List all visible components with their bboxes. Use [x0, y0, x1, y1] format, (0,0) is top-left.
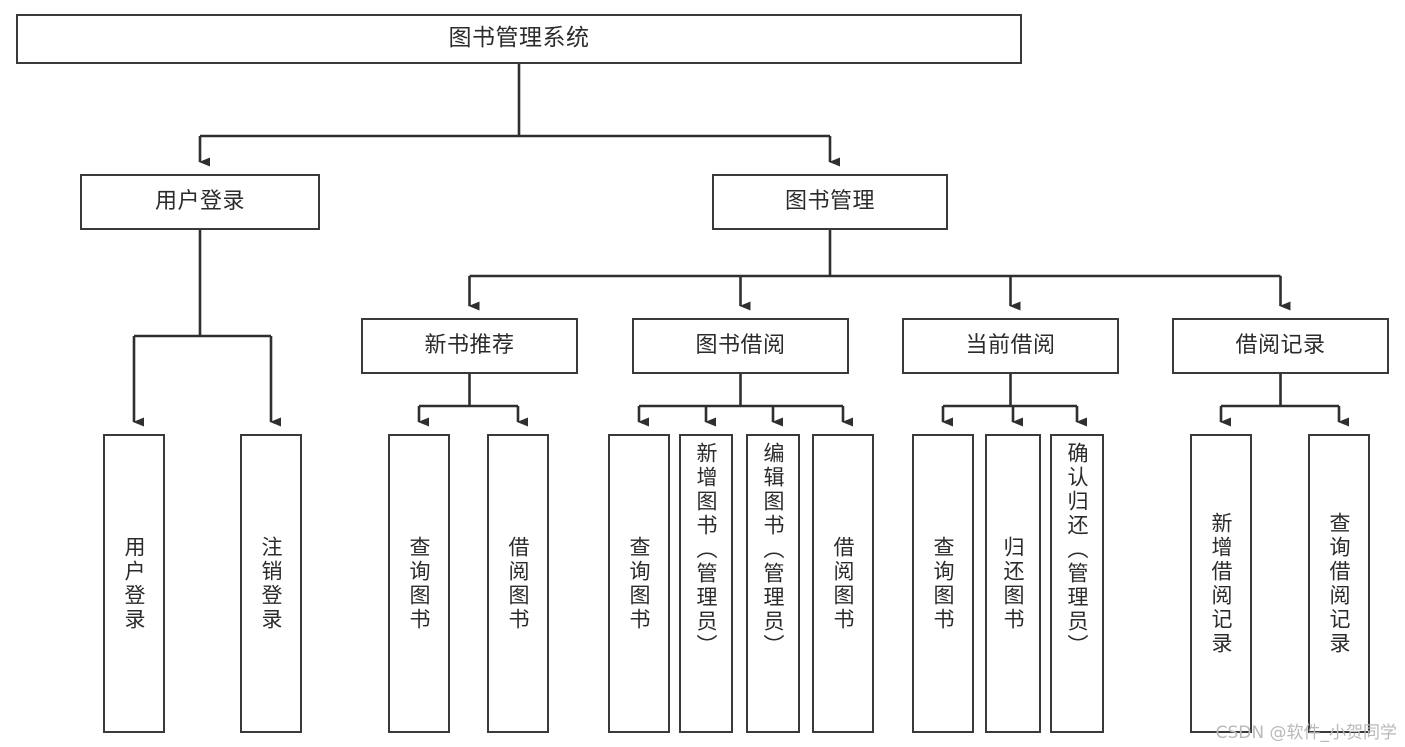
node-label: 新增借阅记录 [1209, 511, 1234, 656]
node-leaf-user-login[interactable]: 用户登录 [103, 434, 165, 733]
node-label: 归还图书 [1001, 535, 1026, 632]
node-user-login[interactable]: 用户登录 [80, 174, 320, 230]
node-current-borrow[interactable]: 当前借阅 [902, 318, 1119, 374]
node-borrow-record[interactable]: 借阅记录 [1172, 318, 1389, 374]
node-leaf-query-book-1[interactable]: 查询图书 [388, 434, 450, 733]
node-leaf-add-book-admin[interactable]: 新增图书（管理员） [679, 434, 733, 733]
node-label: 查询图书 [407, 535, 432, 632]
node-label: 查询图书 [627, 535, 652, 632]
node-label: 图书借阅 [695, 333, 786, 359]
node-label: 图书管理系统 [448, 25, 590, 52]
node-leaf-return-book[interactable]: 归还图书 [985, 434, 1041, 733]
node-root-system[interactable]: 图书管理系统 [16, 14, 1022, 64]
node-label: 编辑图书（管理员） [761, 442, 786, 658]
watermark-credit: CSDN @软件_小贺同学 [1215, 723, 1397, 743]
node-label: 借阅图书 [831, 535, 856, 632]
node-book-borrow[interactable]: 图书借阅 [632, 318, 849, 374]
node-leaf-query-borrow-record[interactable]: 查询借阅记录 [1308, 434, 1370, 733]
node-label: 借阅图书 [506, 535, 531, 632]
node-leaf-borrow-book-1[interactable]: 借阅图书 [487, 434, 549, 733]
node-leaf-edit-book-admin[interactable]: 编辑图书（管理员） [746, 434, 800, 733]
node-leaf-query-book-2[interactable]: 查询图书 [608, 434, 670, 733]
node-label: 查询图书 [931, 535, 956, 632]
node-leaf-query-book-3[interactable]: 查询图书 [912, 434, 974, 733]
node-book-manage[interactable]: 图书管理 [712, 174, 948, 230]
node-label: 查询借阅记录 [1327, 511, 1352, 656]
node-label: 新书推荐 [424, 333, 515, 359]
node-label: 用户登录 [154, 189, 245, 215]
node-new-book-recommend[interactable]: 新书推荐 [361, 318, 578, 374]
node-label: 新增图书（管理员） [694, 442, 719, 658]
node-leaf-logout[interactable]: 注销登录 [240, 434, 302, 733]
node-label: 注销登录 [259, 535, 284, 632]
node-leaf-confirm-return-admin[interactable]: 确认归还（管理员） [1050, 434, 1104, 733]
node-label: 图书管理 [784, 189, 875, 215]
node-label: 用户登录 [122, 535, 147, 632]
node-label: 当前借阅 [965, 333, 1056, 359]
node-leaf-borrow-book-2[interactable]: 借阅图书 [812, 434, 874, 733]
node-label: 借阅记录 [1235, 333, 1326, 359]
node-leaf-add-borrow-record[interactable]: 新增借阅记录 [1190, 434, 1252, 733]
node-label: 确认归还（管理员） [1065, 442, 1090, 658]
